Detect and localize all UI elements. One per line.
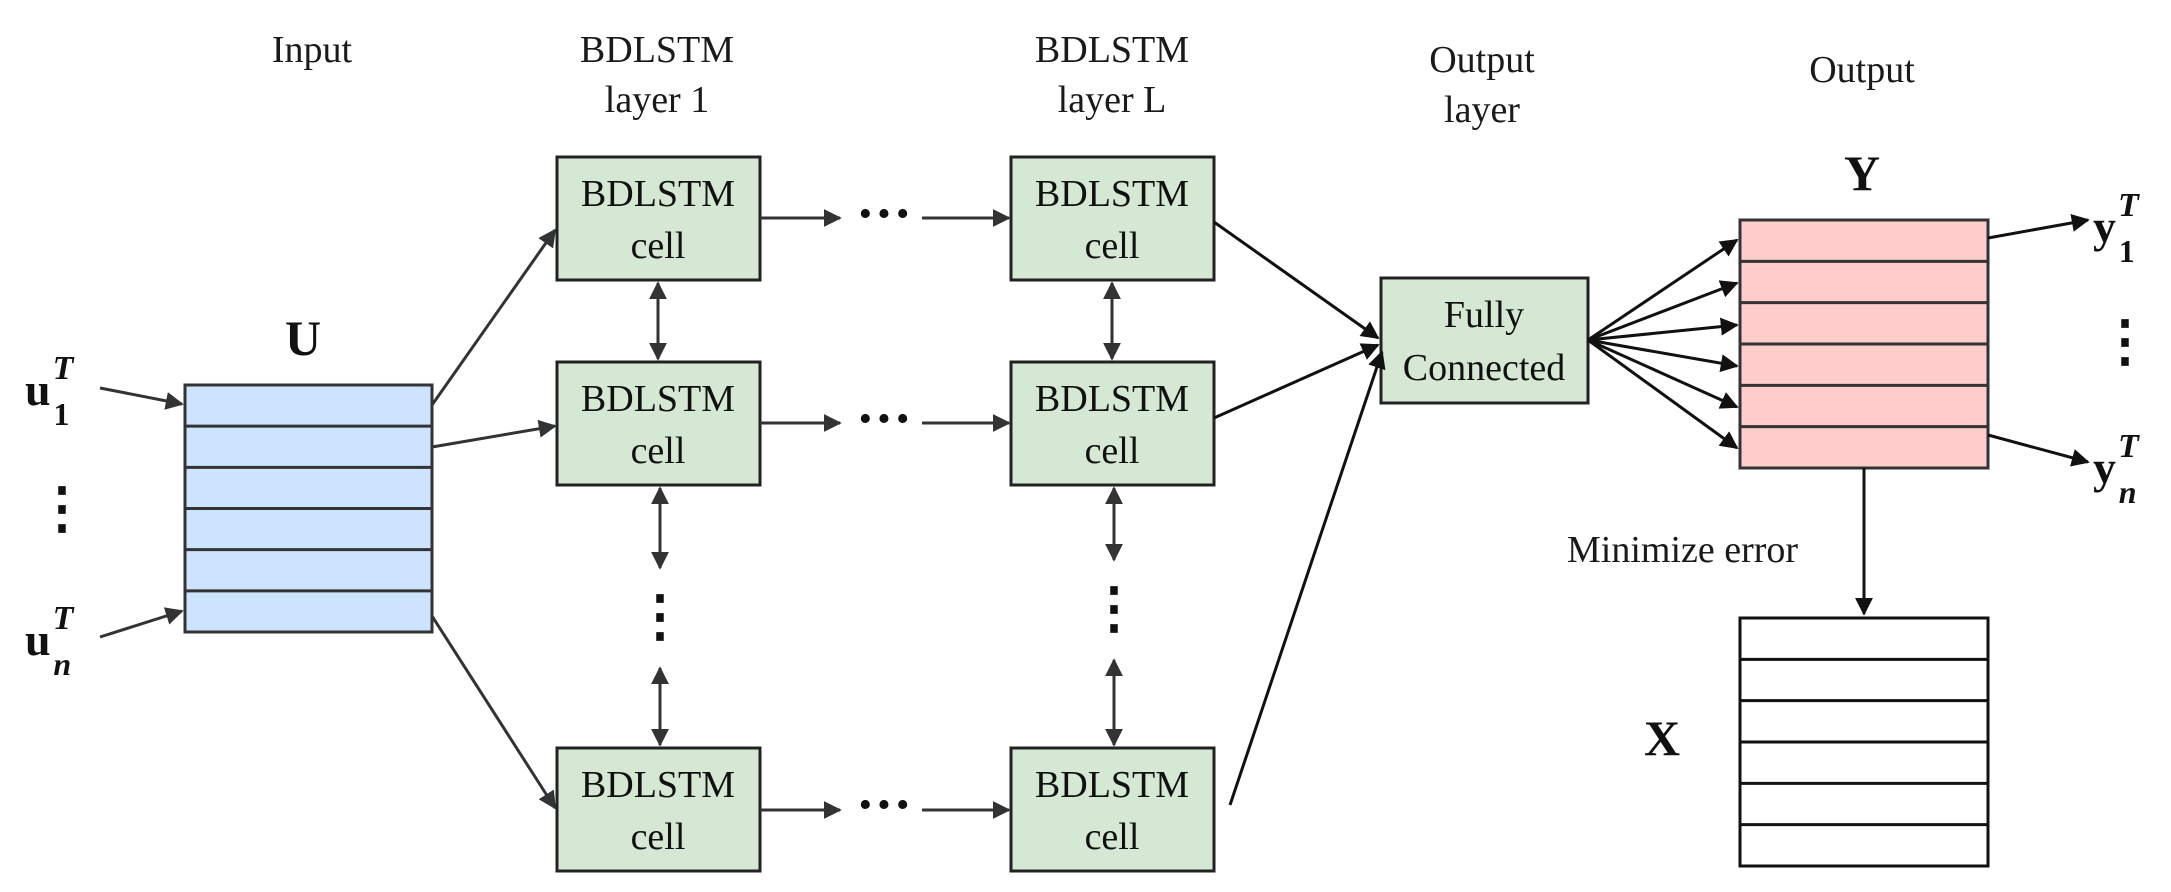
- bdlstm-cell-layer1-bottom: BDLSTM cell: [555, 746, 762, 873]
- edge-fc-to-y-row6: [1587, 338, 1739, 450]
- edge-lL-mid-to-fc: [1213, 343, 1380, 420]
- edge-fc-to-y-row5: [1587, 338, 1739, 409]
- matrix-label-y: Y: [1844, 145, 1880, 201]
- input-matrix-u: [183, 383, 434, 634]
- header-input: Input: [272, 29, 353, 71]
- edge-fc-to-y-row2: [1587, 280, 1739, 342]
- edges: [99, 209, 2090, 819]
- edge-y-to-yn: [1987, 433, 2090, 467]
- matrix-label-x: X: [1644, 710, 1680, 766]
- cell-label-line1: BDLSTM: [1035, 173, 1189, 215]
- cell-label-line1: BDLSTM: [1035, 378, 1189, 420]
- fully-connected-label-line2: Connected: [1403, 347, 1566, 389]
- bdlstm-cell-layerL-top: BDLSTM cell: [1009, 155, 1216, 282]
- cell-label-line2: cell: [631, 816, 686, 858]
- edge-un-to-matrix: [99, 607, 184, 639]
- edge-fc-to-y-row1: [1587, 238, 1739, 342]
- cell-ellipsis-layer1: ⋮: [632, 586, 688, 648]
- cell-label-line2: cell: [631, 430, 686, 472]
- cell-label-line2: cell: [1085, 225, 1140, 267]
- cell-label-line1: BDLSTM: [581, 764, 735, 806]
- edge-u1-to-matrix: [99, 386, 184, 410]
- edge-fc-to-y-row4: [1587, 338, 1739, 373]
- edge-u-to-cell-bottom: [430, 615, 557, 810]
- bdlstm-cell-layerL-bottom: BDLSTM cell: [1009, 746, 1216, 873]
- header-output: Output: [1809, 49, 1915, 91]
- cell-label-line1: BDLSTM: [581, 173, 735, 215]
- layer-ellipsis-middle: ···: [856, 388, 912, 450]
- header-bdlstm-layerL-title: BDLSTM: [1035, 29, 1189, 71]
- edge-lL-top-to-fc: [1213, 220, 1380, 340]
- cell-ellipsis-layerL: ⋮: [1086, 578, 1142, 640]
- bdlstm-cell-layer1-top: BDLSTM cell: [555, 155, 762, 282]
- edge-y-to-y1: [1987, 214, 2090, 240]
- cell-label-line2: cell: [1085, 430, 1140, 472]
- fully-connected-label-line1: Fully: [1444, 294, 1524, 336]
- cell-label-line2: cell: [1085, 816, 1140, 858]
- matrix-label-u: U: [285, 310, 321, 366]
- cell-label-line2: cell: [631, 225, 686, 267]
- header-bdlstm-layerL-subtitle: layer L: [1058, 79, 1167, 121]
- target-matrix-x: [1738, 616, 1990, 868]
- minimize-error-label: Minimize error: [1567, 529, 1798, 571]
- fully-connected-layer: Fully Connected: [1379, 276, 1590, 405]
- output-matrix-y: [1738, 218, 1990, 470]
- cell-label-line1: BDLSTM: [1035, 764, 1189, 806]
- cell-label-line1: BDLSTM: [581, 378, 735, 420]
- bdlstm-cell-layer1-middle: BDLSTM cell: [555, 360, 762, 487]
- layer-ellipsis-top: ···: [856, 183, 912, 245]
- header-bdlstm-layer1-subtitle: layer 1: [605, 79, 709, 121]
- bdlstm-cell-layerL-middle: BDLSTM cell: [1009, 360, 1216, 487]
- layer-ellipsis-bottom: ···: [856, 774, 912, 836]
- edge-u-to-cell-middle: [431, 419, 557, 449]
- edge-fc-to-y-row3: [1587, 317, 1739, 342]
- input-vector-ellipsis: ⋮: [34, 478, 90, 540]
- header-bdlstm-layer1-title: BDLSTM: [580, 29, 734, 71]
- output-vector-ellipsis: ⋮: [2097, 311, 2153, 373]
- header-output-layer-title: Output: [1429, 39, 1535, 81]
- edge-u-to-cell-top: [430, 228, 557, 406]
- edge-lL-bot-to-fc: [1228, 350, 1386, 806]
- header-output-layer-subtitle: layer: [1444, 89, 1520, 131]
